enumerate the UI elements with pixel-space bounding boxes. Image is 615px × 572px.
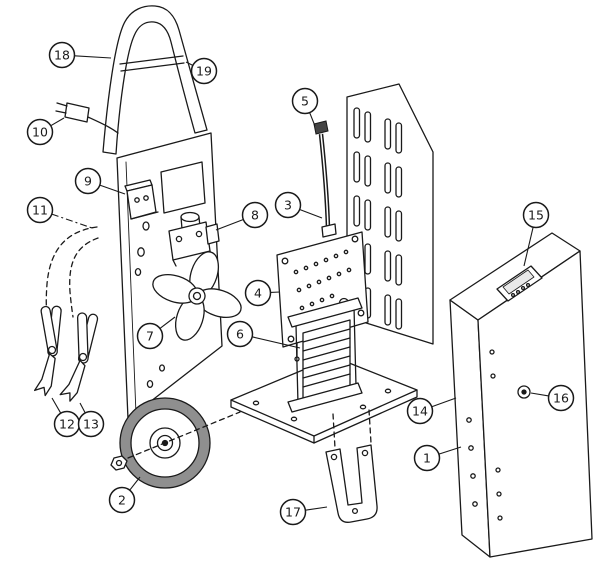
- callout-leader-7: [159, 316, 176, 329]
- callout-number-12: 12: [59, 416, 75, 431]
- callout-11: 11: [26, 196, 54, 224]
- callout-7: 7: [136, 322, 164, 350]
- callout-leader-9: [99, 184, 126, 195]
- callout-number-4: 4: [254, 285, 262, 300]
- callout-leader-19: [185, 61, 194, 66]
- callout-balloon-7: [136, 322, 164, 350]
- callout-10: 10: [26, 118, 54, 146]
- vent-panel: [346, 83, 434, 345]
- wire-harness: [313, 120, 337, 238]
- callout-balloon-1: [413, 444, 441, 472]
- callout-leader-3: [299, 208, 323, 219]
- cooling-fan: [152, 251, 242, 341]
- callout-number-5: 5: [301, 93, 309, 108]
- power-plug: [55, 102, 119, 134]
- callout-number-14: 14: [412, 403, 428, 418]
- callout-number-16: 16: [553, 390, 569, 405]
- callout-leader-10: [50, 117, 65, 127]
- callout-leader-1: [438, 446, 462, 455]
- callout-balloon-6: [226, 320, 254, 348]
- callout-balloon-10: [26, 118, 54, 146]
- callout-balloon-9: [74, 167, 102, 195]
- callout-balloon-14: [406, 397, 434, 425]
- callout-number-11: 11: [32, 202, 48, 217]
- callout-3: 3: [274, 191, 302, 219]
- callout-leader-16: [530, 392, 549, 397]
- callout-balloon-5: [291, 87, 319, 115]
- contactor: [168, 211, 220, 267]
- output-cables: [45, 226, 99, 318]
- callout-leader-2: [129, 476, 141, 491]
- battery-clamp-1: [30, 303, 64, 398]
- callout-14: 14: [406, 397, 434, 425]
- callout-6: 6: [226, 320, 254, 348]
- callout-leader-15: [523, 227, 534, 267]
- callout-4: 4: [244, 279, 272, 307]
- callout-17: 17: [279, 498, 307, 526]
- callout-number-18: 18: [54, 47, 70, 62]
- control-display: [496, 265, 543, 302]
- callout-leader-18: [74, 55, 112, 59]
- callout-balloon-15: [522, 201, 550, 229]
- callout-13: 13: [77, 410, 105, 438]
- axle-bolt: [110, 455, 128, 471]
- callout-number-15: 15: [528, 207, 544, 222]
- callout-12: 12: [53, 410, 81, 438]
- callout-balloon-2: [108, 486, 136, 514]
- callout-number-9: 9: [84, 173, 92, 188]
- callout-leader-5: [309, 112, 316, 127]
- callout-balloon-8: [241, 201, 269, 229]
- callout-number-10: 10: [32, 124, 48, 139]
- callout-15: 15: [522, 201, 550, 229]
- battery-clamp-2: [55, 309, 101, 404]
- callout-9: 9: [74, 167, 102, 195]
- callout-balloon-16: [547, 384, 575, 412]
- callout-balloon-18: [48, 41, 76, 69]
- callout-16: 16: [547, 384, 575, 412]
- callout-5: 5: [291, 87, 319, 115]
- callout-leader-17: [305, 506, 328, 511]
- callout-balloon-17: [279, 498, 307, 526]
- callout-number-19: 19: [196, 63, 212, 78]
- cart-handle: [102, 5, 208, 155]
- relay-assembly: [124, 179, 159, 220]
- callout-18: 18: [48, 41, 76, 69]
- callout-number-13: 13: [83, 416, 99, 431]
- callout-leader-11: [51, 213, 93, 229]
- callout-leader-12: [51, 397, 62, 414]
- callout-2: 2: [108, 486, 136, 514]
- callout-19: 19: [190, 57, 218, 85]
- callout-8: 8: [241, 201, 269, 229]
- callout-number-1: 1: [423, 450, 431, 465]
- callout-leader-14: [431, 397, 457, 408]
- indicator-port: [517, 385, 531, 399]
- callout-number-3: 3: [284, 197, 292, 212]
- callout-number-17: 17: [285, 504, 301, 519]
- callout-1: 1: [413, 444, 441, 472]
- mounting-bracket: [325, 409, 378, 523]
- callout-leader-8: [215, 218, 244, 231]
- callout-balloon-11: [26, 196, 54, 224]
- callout-number-6: 6: [236, 326, 244, 341]
- callout-number-8: 8: [251, 207, 259, 222]
- callout-number-7: 7: [146, 328, 154, 343]
- callout-leader-13: [79, 402, 86, 414]
- callout-leader-6: [252, 336, 301, 349]
- callout-balloon-13: [77, 410, 105, 438]
- callout-balloon-19: [190, 57, 218, 85]
- callout-balloon-3: [274, 191, 302, 219]
- transformer: [287, 297, 363, 413]
- callout-number-2: 2: [118, 492, 126, 507]
- control-cabinet: [449, 232, 593, 558]
- axle-centerline: [127, 411, 241, 459]
- callout-balloon-4: [244, 279, 272, 307]
